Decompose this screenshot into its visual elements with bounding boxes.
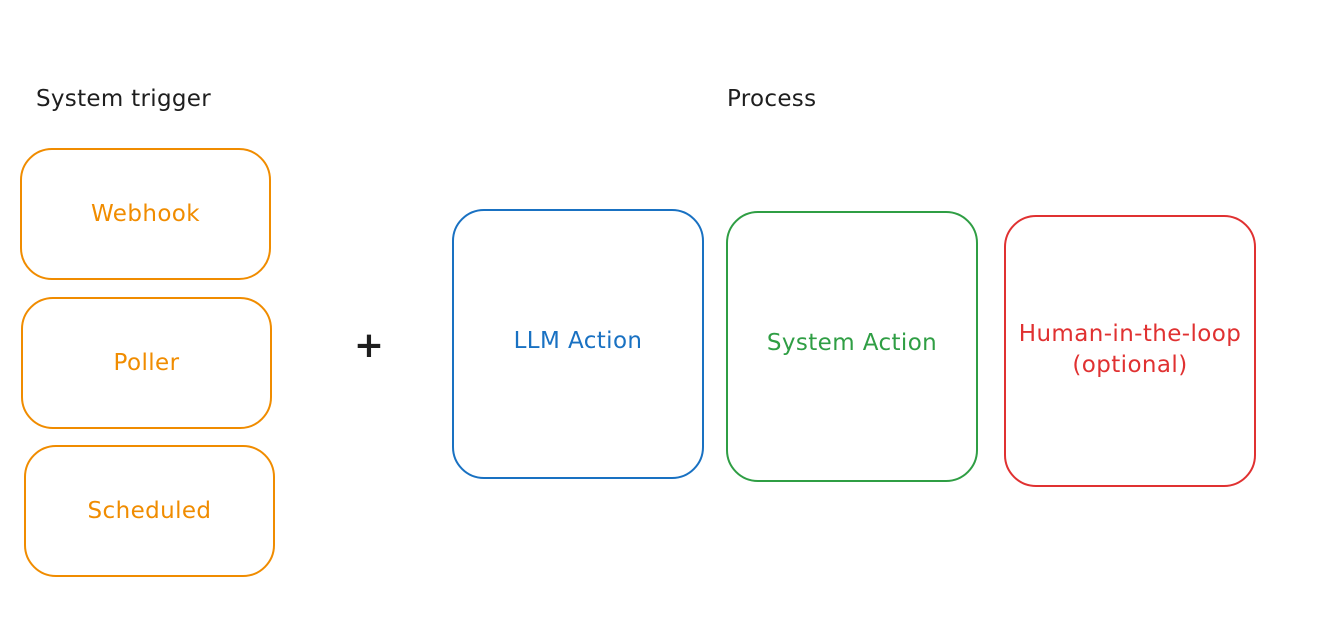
poller-trigger-box: Poller xyxy=(21,297,272,429)
system-action-label: System Action xyxy=(766,330,938,356)
process-heading: Process xyxy=(727,86,817,112)
llm-action-label: LLM Action xyxy=(513,327,643,354)
llm-action-box: LLM Action xyxy=(452,209,704,479)
plus-symbol: + xyxy=(353,325,385,366)
human-in-the-loop-box: Human-in-the-loop (optional) xyxy=(1004,215,1256,487)
system-action-box: System Action xyxy=(726,211,978,482)
scheduled-trigger-box: Scheduled xyxy=(24,445,275,577)
scheduled-label: Scheduled xyxy=(87,497,212,524)
webhook-label: Webhook xyxy=(91,200,200,227)
poller-label: Poller xyxy=(113,349,180,376)
human-in-the-loop-label: Human-in-the-loop (optional) xyxy=(1018,321,1242,378)
system-trigger-heading: System trigger xyxy=(36,86,211,112)
webhook-trigger-box: Webhook xyxy=(20,148,271,280)
